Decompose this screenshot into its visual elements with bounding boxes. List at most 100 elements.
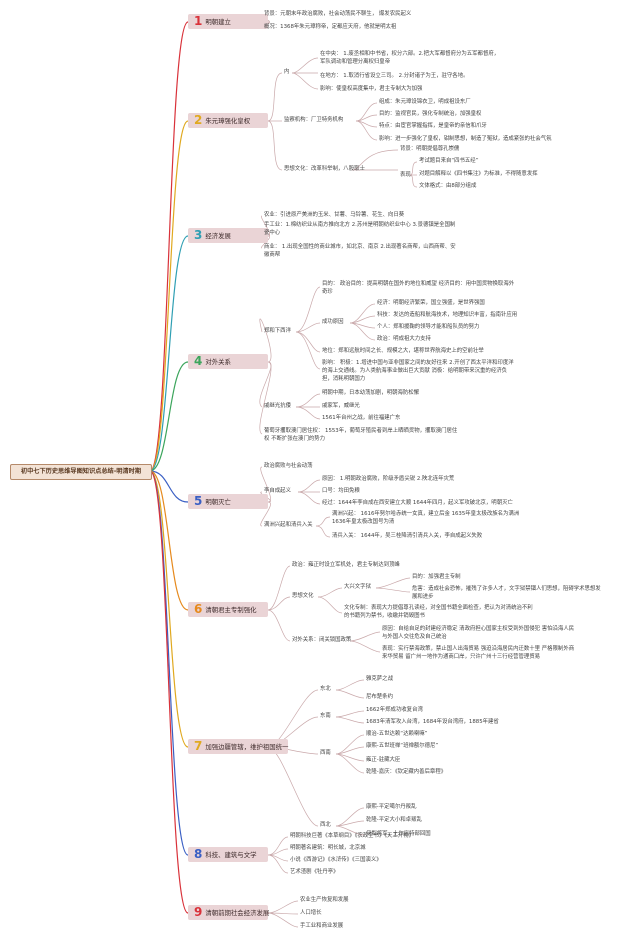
section-number: 5 xyxy=(194,494,203,508)
s6-foreign: 对外关系：闭关锁国政策 xyxy=(292,637,352,643)
s2-format: 文体格式：由8部分组成 xyxy=(419,183,477,189)
s2-effect: 影响：进一步强化了皇权，钳制思想，制造了冤狱，造成紧张的社会气氛 xyxy=(379,136,552,142)
s7-yaksa: 雅克萨之战 xyxy=(366,676,393,682)
s8-art: 艺术渣剧《牡丹亭》 xyxy=(290,869,339,875)
s5-process: 经过：1644年李自成在西安建立大顺 1644年四月，起义军攻破北京，明朝灭亡 xyxy=(322,500,513,506)
s7-nerchinsk: 尼布楚条约 xyxy=(366,694,393,700)
s4-influence-3: 担，消耗明朝国力 xyxy=(322,376,366,382)
s5-enter: 清兵入关： 1644年，吴三桂降清引清兵入关，李自成起义失败 xyxy=(332,533,483,539)
s4-personal: 个人：郑和援鞠的领导才能和船队员的努力 xyxy=(377,324,480,330)
s2-purpose: 目的：监视官民，强化专制统治，加强皇权 xyxy=(379,111,482,117)
section-title: 清朝君主专制强化 xyxy=(205,606,257,614)
section-number: 7 xyxy=(194,739,203,753)
s4-influence-1: 影响： 积极：1.增进中国与亚非国家之间的友好往来 2.开创了西太平洋和印度洋 xyxy=(322,360,514,366)
s2-supervision: 监察机构：厂卫特务机构 xyxy=(284,117,344,123)
s3-commerce-1: 商业： 1.出现全国性的商业城市，如北京、南京 2.出现著名商帮，山西商帮、安 xyxy=(264,244,456,250)
s1-overview: 概况：1368年朱元璋称帝，定都应天府，他就是明太祖 xyxy=(264,24,397,30)
section-title: 朱元璋强化皇权 xyxy=(205,117,251,125)
s4-portugal-1: 葡萄牙攫取澳门居住权： 1553年，葡萄牙殖民者到岸上晒晒货物，攫取澳门居住 xyxy=(264,428,458,434)
s4-economy: 经济：明朝经济繁荣，国立强盛，是世界强国 xyxy=(377,300,485,306)
s7-northeast: 东北 xyxy=(320,686,331,692)
section-title: 加强边疆管辖，维护祖国统一 xyxy=(205,743,289,751)
s2-thought: 思想文化：改革科举制，八股取士 xyxy=(284,166,365,172)
s7-southwest: 西南 xyxy=(320,750,331,756)
s5-lizicheng: 李自成起义 xyxy=(264,488,291,494)
s6-aim: 目的：加强君主专制 xyxy=(412,574,461,580)
s7-yongzheng: 雍正-驻藏大臣 xyxy=(366,757,401,763)
s2-exam: 考试题目来自“四书五经” xyxy=(419,158,479,164)
s5-slogan: 口号：均田免粮 xyxy=(322,488,360,494)
s1-background: 背景：元朝末年政治腐败，社会动荡民不聊生， 爆发农民起义 xyxy=(264,11,412,17)
s4-influence-2: 的海上交通线。为人类航海事业做出巨大贡献 消极：给明朝带来沉重的经济负 xyxy=(322,368,507,374)
s3-commerce-2: 徽商帮 xyxy=(264,252,281,258)
s2-manifest: 表现 xyxy=(400,172,411,178)
s6-censor-2: 的书籍列为禁书，收缴并销毁图书 xyxy=(344,613,425,619)
s6-expr-1: 表现：实行禁海政策，禁止国人出海贸易 强迫沿海居民内迁数十里 严格限制外商 xyxy=(382,646,575,652)
section-number: 2 xyxy=(194,113,203,127)
s7-zheng: 1662年郑成功收复台湾 xyxy=(366,707,423,713)
s7-northwest: 西北 xyxy=(320,822,331,828)
s6-harm-2: 展和进步 xyxy=(412,594,434,600)
s2-central-2: 军队调动和管理分离权归皇帝 xyxy=(320,59,391,65)
s6-cause-2: 与外国人交往危及自己统治 xyxy=(382,634,447,640)
s7-kangxi: 康熙-五世班禅“班禅额尔德尼” xyxy=(366,743,439,749)
s4-qijiguang: 戚继光抗倭 xyxy=(264,403,291,409)
s7-kangxi-war: 康熙-平定噶尔丹叛乱 xyxy=(366,804,417,810)
s5-manchu-1: 满洲兴起： 1616年努尔哈赤统一女真，建立后金 1635年皇太极改族名为满洲 xyxy=(332,511,520,517)
s2-interpret: 对题目解释以《四书集注》为标准，不得随意发挥 xyxy=(419,171,538,177)
s4-army: 戚家军，威继光 xyxy=(322,403,360,409)
section-number: 9 xyxy=(194,905,203,919)
s2-feature: 特点：由宦官掌握指挥，是皇帝的亲信和爪牙 xyxy=(379,123,487,129)
s4-purpose-1: 目的： 政治目的：提高明朝在国外的地位和威望 经济目的：用中国货物换取海外 xyxy=(322,281,515,287)
s5-qing-rise: 满洲兴起和清兵入关 xyxy=(264,522,313,528)
s2-composition: 组成：朱元璋设锦衣卫，明成祖设东厂 xyxy=(379,99,471,105)
s3-agriculture: 农业：引进原产美洲的玉米、甘薯、马铃薯、花生、向日葵 xyxy=(264,212,405,218)
section-number: 8 xyxy=(194,847,203,861)
section-number: 3 xyxy=(194,228,203,242)
s4-purpose-2: 奇珍 xyxy=(322,289,333,295)
root-node: 初中七下历史思维导图知识点总结-明清时期 xyxy=(10,464,152,480)
s4-portugal-2: 权 不断扩张在澳门的势力 xyxy=(264,436,326,442)
s8-science: 明朝科技巨著《本草纲目》《农政全书》《天工开物》 xyxy=(290,833,414,839)
s6-harm-1: 危害：造成社会恐怖，摧残了许多人才，文字狱禁锢人们思想，阻碍学术思想发 xyxy=(412,586,601,592)
section-title: 经济发展 xyxy=(205,232,231,240)
s2-local: 在地方： 1.取消行省设立三司。 2.分封诸子为王，驻守各地。 xyxy=(320,73,469,79)
section-title: 清朝前期社会经济发展 xyxy=(205,909,270,917)
s4-politics: 政治：明成祖大力支持 xyxy=(377,336,431,342)
s4-success: 成功原因 xyxy=(322,319,344,325)
s9-commerce: 手工业和商业发展 xyxy=(300,923,344,929)
s8-novels: 小说《西游记》《水浒传》《三国演义》 xyxy=(290,857,382,863)
s4-zhenghe: 郑和下西洋 xyxy=(264,328,291,334)
s6-cause-1: 原因：自给自足的封建经济稳定 清政府担心国家主权受到外国侵犯 害怕沿海人民 xyxy=(382,626,575,632)
s7-southeast: 东南 xyxy=(320,713,331,719)
section-number: 1 xyxy=(194,14,203,28)
s4-taizhou: 1561年台州之战，前往福建广东 xyxy=(322,415,401,421)
s2-central-1: 在中央： 1.废丞相和中书省，权分六部。2.把大军都督府分为五军都督府， xyxy=(320,51,500,57)
sub-branches xyxy=(259,14,418,928)
s6-culture: 思想文化 xyxy=(292,593,314,599)
s9-population: 人口增长 xyxy=(300,910,322,916)
s2-bg: 背景：明朝提倡尊孔崇儒 xyxy=(400,146,460,152)
s2-internal: 内 xyxy=(284,69,290,75)
s7-taiwan: 1683年清军攻入台湾，1684年设台湾府，1885年建省 xyxy=(366,719,499,725)
section-title: 科技、建筑与文学 xyxy=(205,851,257,859)
s6-censor-1: 文化专制：表现大力提倡尊孔读经，对全国书籍全面检查，把认为对清统治不利 xyxy=(344,605,533,611)
s6-expr-2: 来华贸易 留广州一地作为通商口岸，只许广州十三行经营管理贸易 xyxy=(382,654,541,660)
s3-handicraft-1: 手工业：1.棉纺织业从南方推向北方 2.苏州是明朝纺织业中心 3.景德镇是全国制 xyxy=(264,222,456,228)
s5-reason: 原因： 1.明朝政治腐败，阶级矛盾尖锐 2.陕北连年灾荒 xyxy=(322,476,455,482)
s7-shunzhi: 顺治-五世达赖“达赖喇嘛” xyxy=(366,731,428,737)
s4-technology: 科技：发达的造船和航海技术，地理知识丰富，指南针应用 xyxy=(377,312,518,318)
s4-status: 地位：郑和远航时间之长、规模之大，堪称世界航海史上的空前壮举 xyxy=(322,348,484,354)
s2-impact: 影响：使皇权高度集中，君主专制大为加强 xyxy=(320,86,423,92)
root-branches xyxy=(149,21,189,914)
s6-politics: 政治：雍正时设立军机处，君主专制达到顶峰 xyxy=(292,562,400,568)
